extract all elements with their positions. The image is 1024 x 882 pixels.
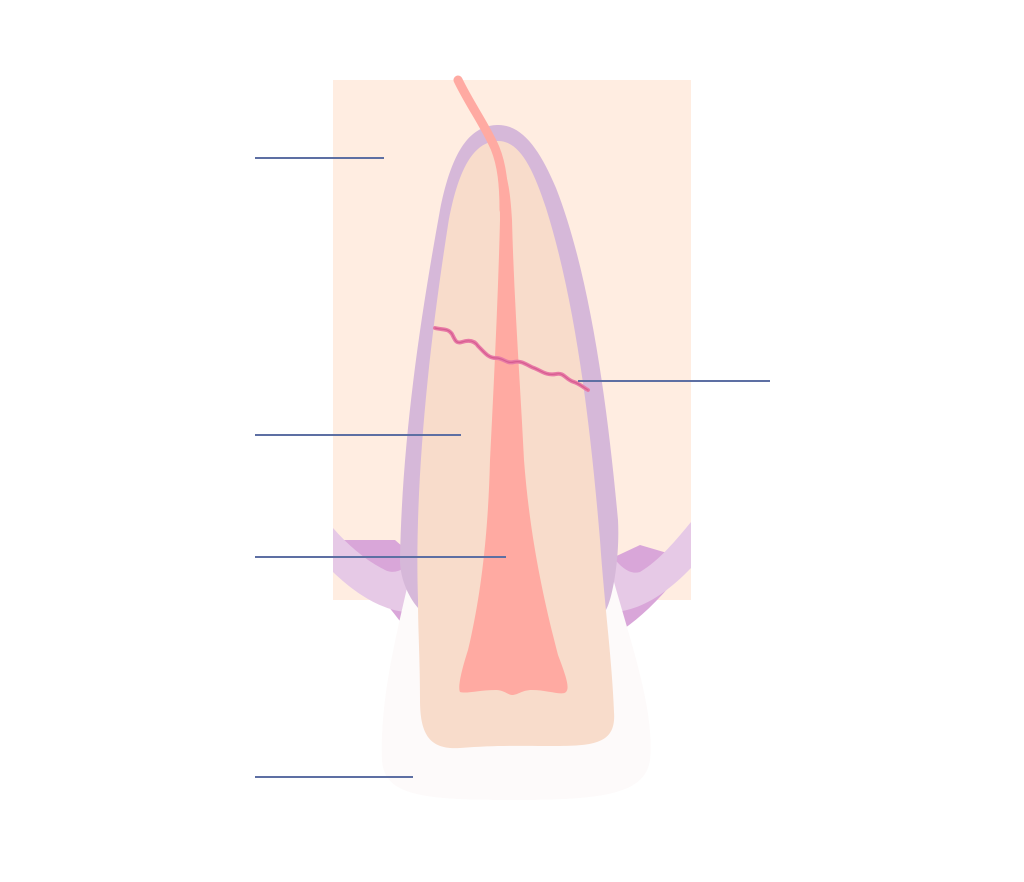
gum-right [606,522,691,612]
crack-line-core [434,327,589,391]
nerve [453,75,509,215]
gum-left [333,528,418,612]
pulp-canal [459,150,568,695]
